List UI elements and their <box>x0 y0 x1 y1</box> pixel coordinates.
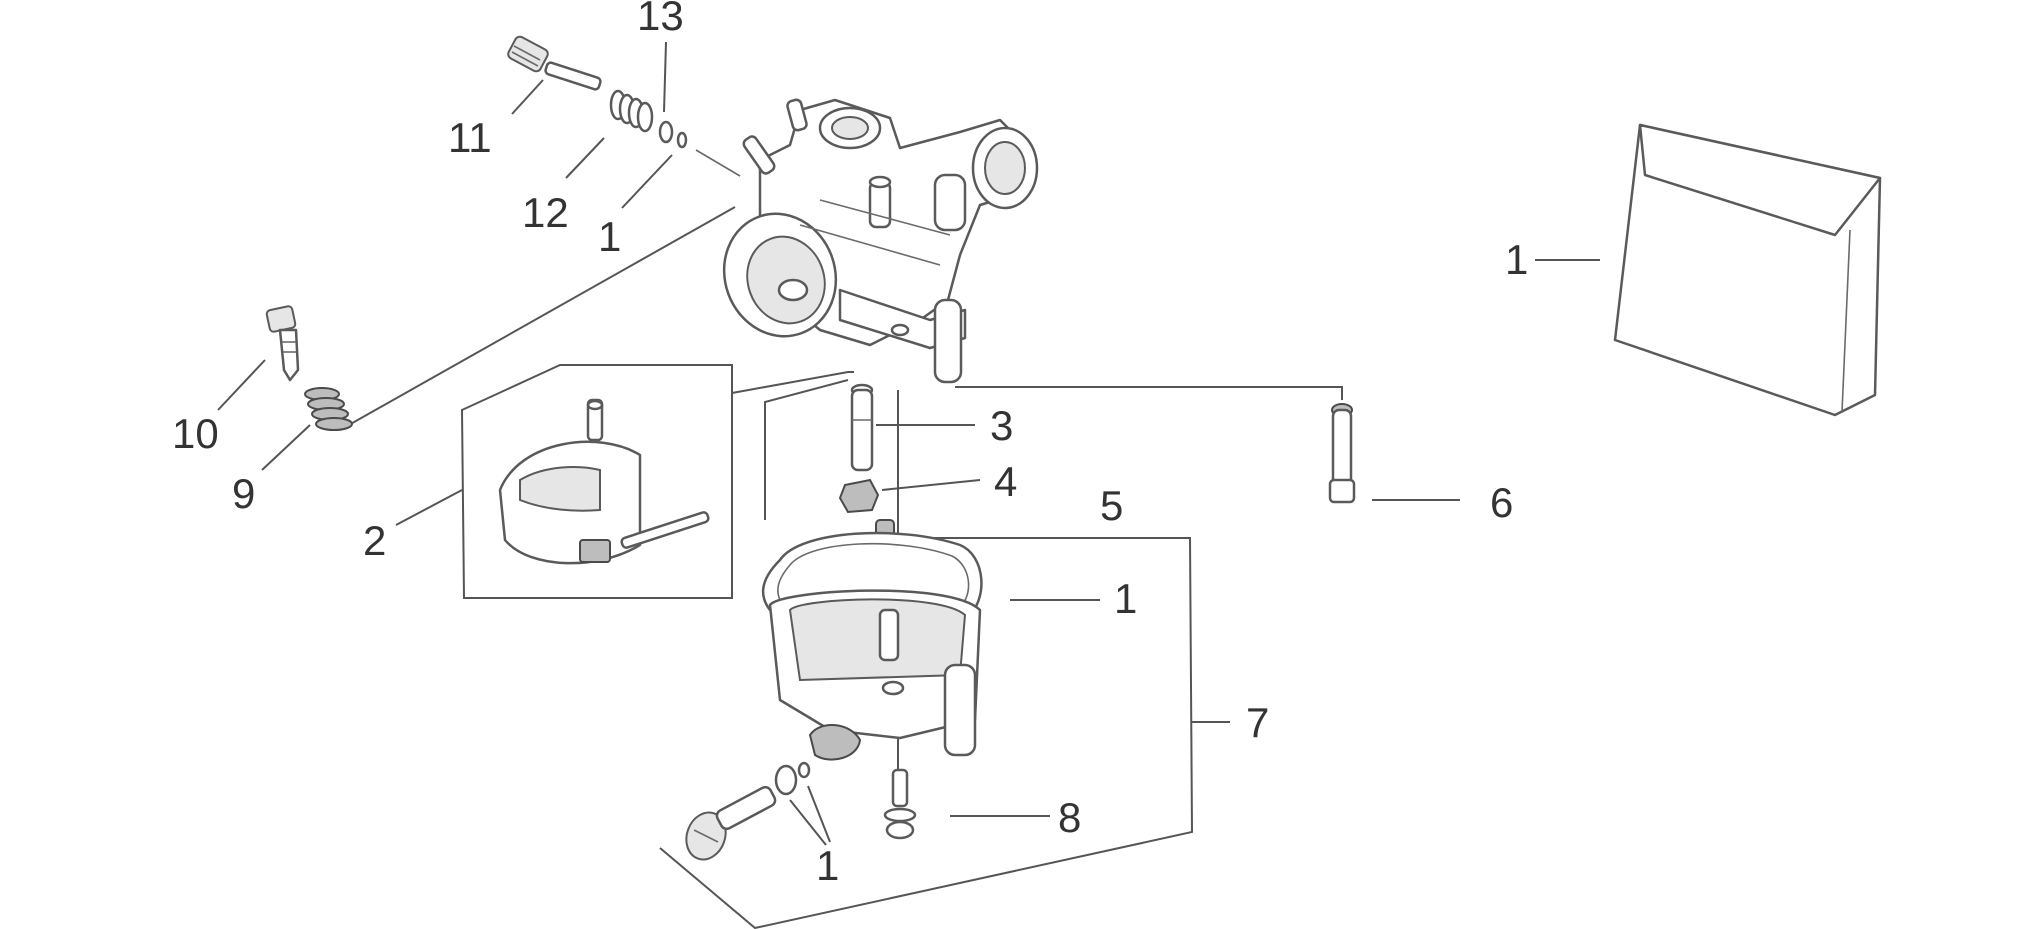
callout-5: 5 <box>1100 482 1123 529</box>
callout-2: 2 <box>363 517 386 564</box>
callout-1-bottom: 1 <box>816 842 839 889</box>
callout-1-kit: 1 <box>1505 236 1528 283</box>
callout-1-gasket: 1 <box>1114 575 1137 622</box>
spring-part-12 <box>609 89 654 133</box>
jet-tube-part <box>850 383 874 472</box>
callout-7: 7 <box>1246 699 1269 746</box>
drain-screw-part <box>883 768 917 840</box>
gasket-kit-packet <box>1613 123 1882 417</box>
needle-valve-part <box>1328 403 1356 504</box>
callout-8: 8 <box>1058 794 1081 841</box>
carburetor-body <box>722 98 1039 384</box>
leader-lines <box>217 41 1600 846</box>
bowl-screw-part <box>685 761 811 861</box>
callout-13: 13 <box>637 0 684 39</box>
callout-10: 10 <box>172 410 219 457</box>
float-bowl-part <box>761 531 983 761</box>
callout-labels: 13 11 12 1 1 10 9 2 3 4 5 6 1 7 8 1 <box>172 0 1528 889</box>
callout-1-top: 1 <box>598 213 621 260</box>
spring-part-9 <box>304 387 353 431</box>
callout-11: 11 <box>448 114 492 161</box>
callout-9: 9 <box>232 470 255 517</box>
callout-4: 4 <box>994 458 1017 505</box>
callout-12: 12 <box>522 189 569 236</box>
mixture-screw-part <box>265 305 300 382</box>
washer-parts <box>658 120 741 177</box>
callout-6: 6 <box>1490 479 1513 526</box>
float-part <box>498 398 710 565</box>
idle-screw-part <box>507 35 602 91</box>
float-frame <box>460 364 733 599</box>
main-jet-part <box>838 478 880 514</box>
callout-3: 3 <box>990 402 1013 449</box>
